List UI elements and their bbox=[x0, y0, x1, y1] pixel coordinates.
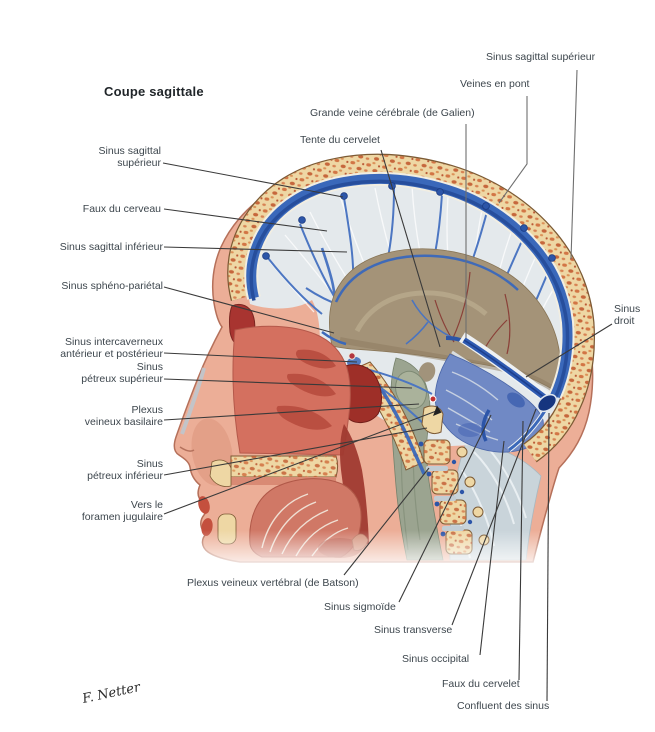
bridging-veins bbox=[262, 182, 556, 262]
leader-lines bbox=[162, 69, 613, 702]
intervertebral-discs bbox=[426, 466, 464, 531]
leader-sinus-occipital bbox=[479, 440, 505, 656]
label-grande-veine-cerebrale: Grande veine cérébrale (de Galien) bbox=[310, 107, 475, 119]
label-plexus-veineux-basilaire: Plexus veineux basilaire bbox=[84, 404, 163, 429]
hypophysis bbox=[348, 352, 356, 360]
leader-tente-du-cervelet bbox=[380, 149, 441, 348]
hemisphere-shading bbox=[339, 337, 555, 392]
label-faux-du-cerveau: Faux du cerveau bbox=[82, 203, 161, 215]
label-tente-du-cervelet: Tente du cervelet bbox=[300, 134, 380, 146]
upper-lip bbox=[198, 496, 210, 514]
label-sinus-intercaverneux: Sinus intercaverneux antérieur et postér… bbox=[60, 336, 163, 361]
pharyngeal-wall bbox=[340, 424, 369, 546]
label-sinus-sagittal-superieur-left: Sinus sagittal supérieur bbox=[98, 145, 161, 170]
label-sinus-sagittal-inferieur: Sinus sagittal inférieur bbox=[59, 241, 163, 253]
label-veines-en-pont: Veines en pont bbox=[460, 78, 530, 90]
label-sinus-sagittal-superieur-right: Sinus sagittal supérieur bbox=[486, 51, 596, 63]
label-sinus-petreux-inferieur: Sinus pétreux inférieur bbox=[87, 458, 163, 483]
leader-sinus-sagittal-superieur-right bbox=[570, 69, 578, 260]
label-sinus-transverse: Sinus transverse bbox=[374, 624, 453, 636]
leader-plexus-veineux-vertebral bbox=[343, 467, 430, 576]
leader-sinus-spheno-parietal bbox=[163, 286, 335, 334]
straight-sinus-core bbox=[463, 339, 549, 401]
label-sinus-occipital: Sinus occipital bbox=[402, 653, 470, 665]
palate-mucosa bbox=[231, 477, 336, 485]
cerebellum-venous-lake-2 bbox=[458, 423, 482, 437]
leader-sinus-transverse bbox=[451, 408, 537, 626]
jugular-foramen-vessel bbox=[429, 395, 437, 403]
label-sinus-petreux-superieur: Sinus pétreux supérieur bbox=[81, 361, 163, 386]
skull-vault bbox=[227, 153, 595, 463]
label-sinus-sigmoide: Sinus sigmoïde bbox=[324, 601, 396, 613]
label-faux-du-cervelet: Faux du cervelet bbox=[442, 678, 520, 690]
leader-faux-du-cerveau bbox=[163, 208, 328, 232]
plate-title: Coupe sagittale bbox=[104, 84, 204, 99]
midbrain bbox=[418, 362, 436, 382]
leader-plexus-veineux-basilaire bbox=[163, 403, 420, 421]
cerebellum-venous-lake bbox=[507, 392, 525, 408]
leader-sinus-droit bbox=[525, 323, 613, 378]
leader-veines-en-pont bbox=[498, 96, 528, 204]
corpus-callosum-arc bbox=[354, 290, 488, 333]
inferior-sagittal-sinus bbox=[334, 254, 519, 303]
sigmoid-sinus bbox=[481, 409, 491, 442]
leader-vers-le-foramen-jugulaire bbox=[163, 409, 440, 515]
batson-plexus-veins bbox=[418, 441, 473, 537]
leader-sinus-sigmoide bbox=[398, 414, 492, 603]
label-vers-le-foramen-jugulaire: Vers le foramen jugulaire bbox=[81, 499, 163, 524]
sphenoparietal-sinus bbox=[321, 330, 347, 346]
nostril-line bbox=[179, 446, 195, 452]
label-plexus-veineux-vertebral: Plexus veineux vertébral (de Batson) bbox=[187, 577, 359, 589]
transverse-sinus-cut bbox=[536, 393, 558, 413]
occipital-sinus bbox=[508, 408, 548, 452]
vertebral-marrow bbox=[424, 440, 472, 554]
label-sinus-spheno-parietal: Sinus sphéno-pariétal bbox=[61, 280, 163, 292]
label-confluent-des-sinus: Confluent des sinus bbox=[457, 700, 550, 712]
leader-sinus-petreux-superieur bbox=[163, 378, 413, 389]
illustration-fade bbox=[150, 530, 580, 572]
premaxilla-bone bbox=[209, 459, 232, 487]
leader-sinus-petreux-inferieur bbox=[163, 427, 428, 476]
leader-sinus-sagittal-inferieur bbox=[163, 246, 348, 253]
hard-palate-marrow bbox=[231, 456, 338, 477]
leader-confluent-des-sinus bbox=[546, 412, 550, 702]
superior-sagittal-sinus-shadow bbox=[249, 179, 570, 400]
leader-sinus-intercaverneux bbox=[163, 352, 358, 363]
leader-sinus-sagittal-superieur-left bbox=[162, 162, 344, 198]
nose-cartilage bbox=[180, 367, 206, 435]
flow-direction-arrow bbox=[433, 405, 442, 416]
leader-faux-du-cervelet bbox=[518, 420, 524, 681]
label-sinus-droit: Sinus droit bbox=[614, 303, 641, 328]
